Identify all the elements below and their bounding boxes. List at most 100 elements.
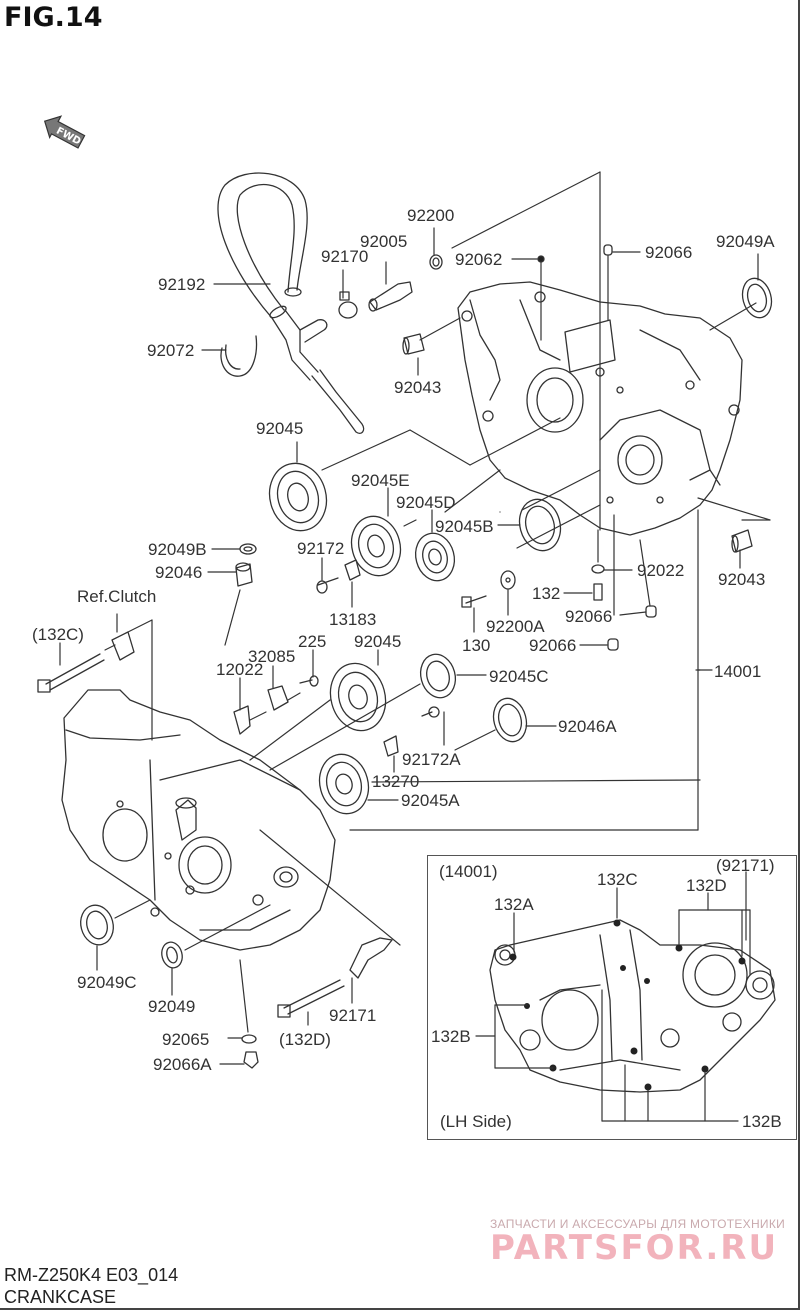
dowel-92066-top [603,244,613,256]
plate-32085 [267,685,289,711]
label-92171: 92171 [329,1006,377,1025]
dowel-pin-right [731,529,753,553]
label-92043-top: 92043 [394,378,442,397]
label-92066A: 92066A [153,1055,212,1074]
label-32085: 32085 [248,647,296,666]
hose-clamp-inner [224,344,241,370]
watermark-tagline: ЗАПЧАСТИ И АКСЕССУАРЫ ДЛЯ МОТОТЕХНИКИ [490,1217,786,1231]
washer-92200 [429,254,443,270]
label-13270: 13270 [372,772,420,791]
model-code: RM-Z250K4 E03_014 [4,1265,179,1285]
small-clamp [338,301,358,319]
label-92049A: 92049A [716,232,775,251]
inset-crankcase-drawing [489,919,776,1093]
dowel-pin-top [403,333,425,355]
label-92043-right: 92043 [718,570,766,589]
oil-seal-92049C [80,904,114,946]
label-92072: 92072 [147,341,195,360]
bearing-92045D [414,532,456,582]
bearing-92046A [492,697,528,743]
clutch-guide [111,631,135,661]
breather-fitting [369,281,413,311]
lever-92171 [349,937,393,979]
label-92172: 92172 [297,539,345,558]
label-132D: (132D) [279,1030,331,1049]
oil-seal-92049B [239,543,257,555]
inset-side-label: (LH Side) [440,1112,512,1131]
inset-part-ref: (14001) [439,862,498,881]
label-92049B: 92049B [148,540,207,559]
screw-92172A [421,711,433,717]
label-92192: 92192 [158,275,206,294]
label-92045-top: 92045 [256,419,304,438]
label-92049: 92049 [148,997,196,1016]
frame-border-right [798,0,800,1310]
plate-13270 [383,735,399,757]
plate-12022 [233,705,251,735]
screw-92172 [317,577,339,586]
bearing-92045-mid [329,662,387,732]
frame-border-bottom [0,1308,800,1310]
label-132C: (132C) [32,625,84,644]
label-13183: 13183 [329,610,377,629]
bolt-132C [45,653,101,685]
label-92045A: 92045A [401,791,460,810]
bearing-92045E [350,515,402,577]
label-92045B: 92045B [435,517,494,536]
bearing-92045A [318,753,370,815]
inset-label-92171: (92171) [716,856,775,875]
label-92200: 92200 [407,206,455,225]
dowel-92066-a [645,605,657,618]
right-crankcase-half [457,281,743,536]
label-92200A: 92200A [486,617,545,636]
inset-label-132C: 132C [597,870,638,889]
bolt-132 [593,583,603,601]
bolt-130 [465,595,487,604]
label-92065: 92065 [162,1030,210,1049]
bearing-92045-top [268,462,328,532]
label-92062: 92062 [455,250,503,269]
label-12022: 12022 [216,660,264,679]
label-92049C: 92049C [77,973,137,992]
label-92170: 92170 [321,247,369,266]
section-name: CRANKCASE [4,1287,117,1307]
label-92045C: 92045C [489,667,549,686]
left-crankcase-half [61,689,336,951]
figure-title: FIG.14 [4,2,103,33]
inset-label-132B-right: 132B [742,1112,782,1131]
leader-lines [59,171,771,1065]
inset-label-132D: 132D [686,876,727,895]
plug-92062 [537,255,545,263]
label-132: 132 [532,584,561,603]
label-92045E: 92045E [351,471,410,490]
label-ref-clutch: Ref.Clutch [77,587,157,606]
hose-clamp [220,335,258,377]
dowel-92066-b [607,638,619,651]
inset-detail-box [427,855,797,1140]
washer-92065 [241,1034,257,1044]
breather-hose [217,172,365,434]
label-130: 130 [462,636,491,655]
label-92066-mid1: 92066 [565,607,613,626]
bearing-92045B [518,498,562,552]
label-92022: 92022 [637,561,685,580]
lock-plate-13183 [344,559,361,581]
label-92046: 92046 [155,563,203,582]
label-92066-mid2: 92066 [529,636,577,655]
label-92066-top: 92066 [645,243,693,262]
drain-plug-92066A [243,1051,259,1069]
label-92172A: 92172A [402,750,461,769]
bushing-92046 [235,563,253,587]
label-92045D: 92045D [396,493,456,512]
label-92046A: 92046A [558,717,617,736]
watermark-brand: PARTSFOR.RU [490,1228,779,1268]
label-225: 225 [298,632,327,651]
gasket-92022 [591,564,605,574]
label-14001: 14001 [714,662,762,681]
oil-seal-92049A [741,277,773,319]
oil-seal-92049 [161,941,183,969]
forward-direction-icon: FWD [40,112,90,157]
inset-label-132A: 132A [494,895,534,914]
label-92005: 92005 [360,232,408,251]
